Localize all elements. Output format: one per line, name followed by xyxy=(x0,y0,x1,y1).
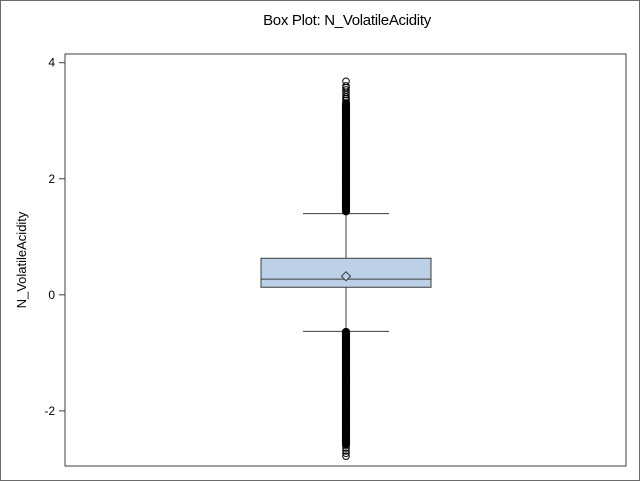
plot-area xyxy=(64,53,627,467)
outlier-point-low xyxy=(342,449,350,458)
y-tick-label: 2 xyxy=(48,172,55,186)
outlier-point-low xyxy=(342,444,350,452)
outlier-point-low xyxy=(342,447,350,455)
chart-title: Box Plot: N_VolatileAcidity xyxy=(263,12,432,29)
y-tick-label: -2 xyxy=(44,404,55,418)
outlier-point-high xyxy=(341,207,351,216)
y-axis-label: N_VolatileAcidity xyxy=(14,211,29,308)
outlier-point-high xyxy=(342,96,350,105)
outlier-point-high xyxy=(342,90,350,99)
outlier-point-low xyxy=(342,452,350,460)
box-plot-marks xyxy=(260,77,432,460)
mean-marker xyxy=(340,271,352,282)
y-tick-label: 4 xyxy=(48,56,55,70)
y-tick-label: 0 xyxy=(48,288,55,302)
y-axis-ticks: 4 2 0 -2 xyxy=(44,56,65,418)
